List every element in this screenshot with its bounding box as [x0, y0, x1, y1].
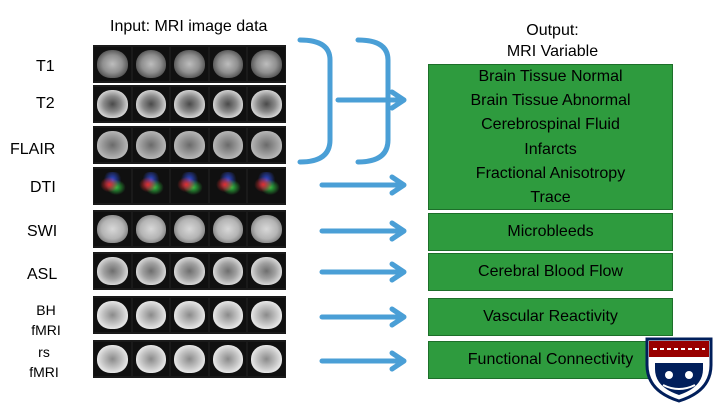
label-bh-fmri: BH fMRI	[28, 300, 64, 340]
output-box-connectivity: Functional Connectivity	[428, 341, 673, 379]
label-dti: DTI	[30, 179, 56, 196]
output-box-cbf: Cerebral Blood Flow	[428, 253, 673, 291]
output-item: Functional Connectivity	[467, 351, 634, 368]
dti-image-strip	[93, 167, 286, 205]
label-asl: ASL	[27, 266, 58, 283]
mri-slice	[94, 212, 131, 246]
asl-image-strip	[93, 252, 286, 290]
mri-slice	[171, 298, 208, 332]
mri-slice	[248, 47, 285, 81]
mri-slice	[209, 342, 247, 376]
label-rs-line1: rs	[38, 344, 50, 360]
mri-slice	[94, 342, 131, 376]
mri-slice	[171, 87, 208, 121]
mri-slice	[248, 254, 285, 288]
mri-slice	[209, 254, 247, 288]
label-t1: T1	[36, 58, 55, 75]
mri-slice	[132, 87, 170, 121]
mri-slice	[132, 169, 170, 203]
output-box-microbleeds: Microbleeds	[428, 213, 673, 251]
input-header: Input: MRI image data	[110, 18, 268, 35]
t2-image-strip	[93, 85, 286, 123]
mri-slice	[132, 298, 170, 332]
output-item: Fractional Anisotropy	[475, 164, 626, 182]
university-shield-logo	[645, 337, 713, 403]
label-rs-fmri: rs fMRI	[26, 342, 62, 382]
mri-slice	[171, 47, 208, 81]
mri-slice	[248, 342, 285, 376]
mri-slice	[209, 212, 247, 246]
arrow-swi-head	[389, 220, 407, 242]
swi-image-strip	[93, 210, 286, 248]
label-swi: SWI	[27, 223, 58, 240]
t1-image-strip	[93, 45, 286, 83]
mri-slice	[94, 47, 131, 81]
mri-slice	[209, 169, 247, 203]
output-box-grouped: Brain Tissue Normal Brain Tissue Abnorma…	[428, 64, 673, 210]
mri-slice	[171, 128, 208, 162]
arrow-bh-head	[389, 306, 407, 328]
mri-slice	[171, 342, 208, 376]
label-t2: T2	[36, 95, 55, 112]
arrow-rs-head	[389, 350, 407, 372]
left-bracket	[297, 37, 333, 165]
mri-slice	[171, 212, 208, 246]
output-header: Output: MRI Variable	[470, 20, 635, 62]
output-item: Cerebrospinal Fluid	[481, 116, 620, 134]
arrow-grouped-head	[389, 89, 407, 111]
flair-image-strip	[93, 126, 286, 164]
mri-slice	[248, 87, 285, 121]
output-item: Infarcts	[524, 140, 577, 158]
output-item: Microbleeds	[507, 223, 594, 240]
output-item: Vascular Reactivity	[483, 308, 618, 325]
mri-slice	[248, 212, 285, 246]
mri-slice	[132, 342, 170, 376]
output-item: Cerebral Blood Flow	[478, 263, 623, 280]
mri-slice	[132, 254, 170, 288]
mri-slice	[94, 254, 131, 288]
mri-slice	[209, 47, 247, 81]
mri-slice	[132, 212, 170, 246]
mri-slice	[94, 87, 131, 121]
mri-slice	[132, 128, 170, 162]
mri-slice	[171, 169, 208, 203]
mri-slice	[248, 169, 285, 203]
mri-slice	[94, 298, 131, 332]
label-bh-line1: BH	[36, 302, 56, 318]
mri-slice	[94, 128, 131, 162]
output-header-line1: Output:	[526, 22, 579, 39]
output-box-vascular: Vascular Reactivity	[428, 298, 673, 336]
mri-slice	[171, 254, 208, 288]
mri-slice	[248, 128, 285, 162]
bh-fmri-image-strip	[93, 296, 286, 334]
mri-slice	[209, 298, 247, 332]
rs-fmri-image-strip	[93, 340, 286, 378]
output-item: Brain Tissue Normal	[478, 68, 623, 85]
label-bh-line2: fMRI	[31, 322, 61, 338]
mri-slice	[94, 169, 131, 203]
output-item: Brain Tissue Abnormal	[470, 92, 631, 110]
label-rs-line2: fMRI	[29, 364, 59, 380]
arrow-asl-head	[389, 261, 407, 283]
mri-slice	[132, 47, 170, 81]
arrow-dti-head	[389, 174, 407, 196]
mri-slice	[248, 298, 285, 332]
mri-slice	[209, 128, 247, 162]
mri-slice	[209, 87, 247, 121]
output-header-line2: MRI Variable	[506, 43, 599, 60]
output-item: Trace	[530, 189, 571, 207]
label-flair: FLAIR	[10, 141, 56, 158]
